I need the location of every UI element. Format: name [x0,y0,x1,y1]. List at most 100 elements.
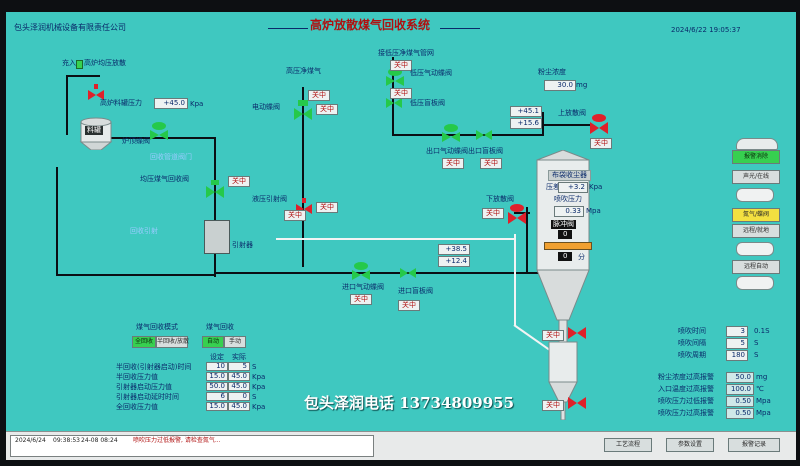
status-row2: 24-08 08:24 [81,437,118,444]
inlet-pneumatic-label: 进口气动蝶阀 [342,283,384,291]
alarm-log-button[interactable]: 报警记录 [728,438,780,452]
auto-button[interactable]: 远程自动 [732,260,780,274]
phone-watermark: 包头泽润电话 13734809955 [304,394,515,412]
mode-row-unit: S [252,363,257,371]
timer-value[interactable]: 5 [726,338,748,349]
discharge-valve-2-icon[interactable] [566,394,588,412]
mode-row-set[interactable]: 6 [206,392,228,401]
mode-row-set[interactable]: 10 [206,362,228,371]
discharge-valve-1-icon[interactable] [566,324,588,342]
outlet-pneumatic-label: 出口气动蝶阀 [426,147,468,155]
lower-vent-valve-icon[interactable] [506,204,528,226]
alarm-label: 入口温度过高报警 [658,385,714,393]
inlet-pneumatic-valve-icon[interactable] [350,262,372,282]
gas-recover-alt-button[interactable]: 手动 [224,336,246,348]
charge-valve-icon[interactable] [86,84,106,106]
gas-mode-alt-button[interactable]: 半回收/放散 [156,336,189,348]
pipe-upper-horizontal [392,134,542,136]
alarm-value[interactable]: 50.0 [726,372,754,383]
timer-value[interactable]: 180 [726,350,748,361]
alarm-value[interactable]: 0.50 [726,408,754,419]
tank-pressure-label: 高炉料罐压力 [100,99,142,107]
params-button[interactable]: 参数设置 [666,438,714,452]
mode-row-set[interactable]: 50.0 [206,382,228,391]
col-real-header: 实际 [232,353,246,361]
upper-vent-valve-icon[interactable] [588,114,610,136]
outlet-pneumatic-status: 关中 [442,158,464,169]
alarm-value[interactable]: 100.0 [726,384,754,395]
auto-toggle-icon[interactable] [736,276,774,290]
pipe-recycle-label: 回收管道阀门 [150,153,192,161]
gas-recover-title: 煤气回收 [206,323,234,331]
pipe-hp-vertical [302,87,304,267]
mode-row-unit: Kpa [252,403,266,411]
status-bar: 2024/6/24 09:38:53 24-08 08:24 喷吹压力过低报警,… [6,431,796,460]
alarm-unit: Mpa [756,397,771,405]
inlet-temp-value: +38.5 [438,244,470,255]
status-time: 09:38:53 [53,437,80,444]
gas-recover-active-button[interactable]: 自动 [202,336,224,348]
pipe-bottom-left [56,274,216,276]
sound-onoff-button[interactable]: 声光/在线 [732,170,780,184]
alarm-bell-icon [736,138,778,150]
datetime: 2024/6/22 19:05:37 [671,26,741,34]
alarm-value[interactable]: 0.50 [726,396,754,407]
collector-diff-unit: Kpa [589,183,603,191]
hyd-valve-status-2: 关中 [284,210,306,221]
title-line-right [440,28,480,29]
collector-diff-value: +3.2 [558,182,588,193]
remote-toggle-icon[interactable] [736,242,774,256]
hmi-screen: 包头泽润机械设备有限责任公司 高炉放散煤气回收系统 2024/6/22 19:0… [6,12,796,460]
venturi-label: 引射器 [232,241,253,249]
outlet-blind-valve-icon[interactable] [474,128,494,142]
top-temp-value: +45.1 [510,106,542,117]
pipe-main-horizontal [216,272,546,274]
hp-gas-label: 高压净煤气 [286,67,321,75]
col-set-header: 设定 [210,353,224,361]
pipe-lower-vent-h [514,212,530,214]
alarm-label: 粉尘浓度过高报警 [658,373,714,381]
mode-table: 设定 实际 半回收(引射器启动)时间 10 5 S 半回收压力值 15.0 45… [116,354,276,414]
outlet-pneumatic-valve-icon[interactable] [440,124,462,144]
mode-row-label: 引射器启动延时时间 [116,393,179,401]
hp-gas-status: 关中 [308,90,330,101]
page-title: 高炉放散煤气回收系统 [310,18,431,32]
lp-blind-label: 低压盲板阀 [410,99,445,107]
pipe-lower-vent [526,207,528,273]
furnace-valve-icon[interactable] [148,122,170,142]
tank-pressure-unit: Kpa [190,100,204,108]
lp-pneumatic-valve-icon[interactable] [384,68,406,88]
timer-value[interactable]: 3 [726,326,748,337]
timer-unit: S [754,351,759,359]
alarm-setpoints-panel: 粉尘浓度过高报警 50.0 mg 入口温度过高报警 100.0 ℃ 喷吹压力过低… [658,372,790,424]
pipe-vertical-main [214,137,216,277]
lp-blind-valve-icon[interactable] [384,96,404,110]
equalize-valve-icon[interactable] [204,180,226,200]
electric-valve-icon[interactable] [292,100,314,122]
lp-blind-status: 关中 [390,88,412,99]
mode-row-set[interactable]: 15.0 [206,372,228,381]
alarm-reset-button[interactable]: 报警消除 [732,150,780,164]
alarm-unit: Mpa [756,409,771,417]
sound-toggle-icon[interactable] [736,188,774,202]
inlet-blind-valve-icon[interactable] [398,266,418,280]
process-button[interactable]: 工艺流程 [604,438,652,452]
pipe-charge-h [66,75,100,77]
pipe-furnace-to-right [106,137,216,139]
alarm-label: 喷吹压力过高报警 [658,409,714,417]
outlet-blind-status: 关中 [480,158,502,169]
blow-pressure-value: 0.33 [554,206,584,217]
pipe-left-loop [56,167,58,275]
discharge-1-status: 关中 [542,330,564,341]
furnace-valve-label: 炉顶蝶阀 [122,137,150,145]
purge-count: 0 [558,230,573,239]
mode-row-label: 全回收压力值 [116,403,158,411]
inlet-blind-label: 进口盲板阀 [398,287,433,295]
mode-remote-button[interactable]: 远程/就地 [732,224,780,238]
nitrogen-button[interactable]: 氮气/蝶阀 [732,208,780,222]
gas-mode-active-button[interactable]: 全回收 [132,336,156,348]
mode-row-set[interactable]: 15.0 [206,402,228,411]
collector-diff-label: 压差 [546,183,560,191]
pipe-top-outlet-h [542,124,592,126]
mode-row-real: 45.0 [228,372,250,381]
